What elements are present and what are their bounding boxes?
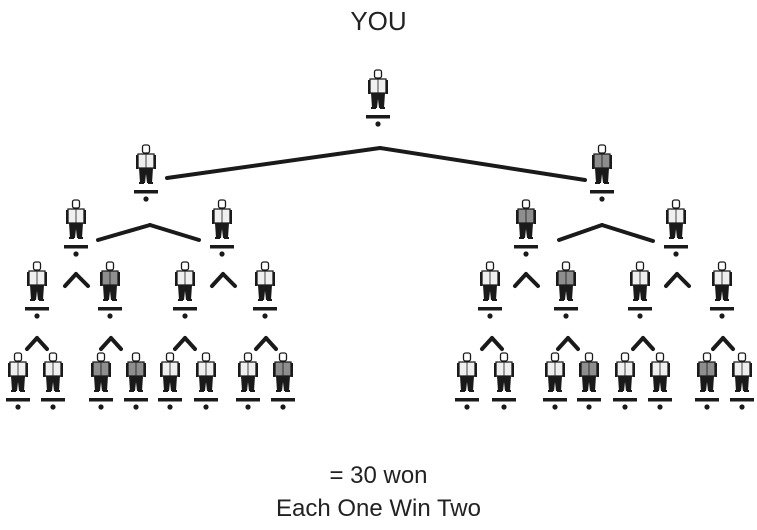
person-figure-l3-g — [628, 261, 652, 319]
connector-line-12 — [664, 272, 679, 288]
result-text: = 30 won — [329, 462, 428, 489]
connector-line-17 — [109, 336, 123, 351]
connector-line-13 — [675, 272, 691, 288]
connector-line-3 — [148, 223, 201, 242]
person-figure-you — [366, 69, 390, 127]
person-figure-l2-a — [64, 199, 88, 257]
connector-line-8 — [210, 272, 225, 288]
connector-line-20 — [254, 336, 268, 351]
connector-line-26 — [631, 336, 645, 351]
connector-line-9 — [221, 272, 237, 288]
connector-line-2 — [96, 223, 152, 242]
person-figure-l4-k — [543, 352, 567, 410]
connector-line-10 — [513, 272, 528, 288]
person-figure-l2-b — [210, 199, 234, 257]
person-figure-l4-c — [89, 352, 113, 410]
person-figure-l2-c — [514, 199, 538, 257]
person-figure-l3-a — [25, 261, 49, 319]
person-figure-l4-a — [6, 352, 30, 410]
connector-line-1 — [378, 146, 587, 182]
person-figure-l4-i — [455, 352, 479, 410]
connector-line-23 — [490, 336, 504, 351]
person-figure-l4-d — [124, 352, 148, 410]
person-figure-l3-b — [98, 261, 122, 319]
person-figure-l4-h — [271, 352, 295, 410]
person-figure-l4-b — [41, 352, 65, 410]
connector-line-25 — [566, 336, 580, 351]
person-figure-l1-left — [134, 144, 158, 202]
connector-line-28 — [711, 336, 725, 351]
connector-line-15 — [35, 336, 49, 351]
connector-line-22 — [480, 336, 494, 351]
person-figure-l4-e — [158, 352, 182, 410]
connector-line-19 — [183, 336, 197, 351]
person-figure-l4-f — [194, 352, 218, 410]
connector-line-21 — [264, 336, 278, 351]
connector-line-16 — [99, 336, 113, 351]
connector-line-29 — [721, 336, 735, 351]
diagram-subtitle: Each One Win Two — [276, 495, 481, 522]
person-figure-l4-o — [695, 352, 719, 410]
connector-line-27 — [641, 336, 655, 351]
connector-line-18 — [173, 336, 187, 351]
diagram-title: YOU — [350, 6, 407, 36]
connector-line-4 — [557, 223, 604, 242]
person-figure-l1-right — [590, 144, 614, 202]
person-figure-l4-j — [492, 352, 516, 410]
person-figure-l3-f — [554, 261, 578, 319]
person-figure-l4-g — [236, 352, 260, 410]
person-figure-l3-c — [173, 261, 197, 319]
person-figure-l4-p — [730, 352, 754, 410]
connector-line-5 — [600, 223, 655, 243]
person-figure-l3-d — [253, 261, 277, 319]
connector-line-0 — [165, 146, 382, 180]
connector-line-14 — [25, 336, 39, 351]
connector-line-7 — [74, 272, 90, 288]
person-figure-l4-l — [577, 352, 601, 410]
connector-line-6 — [63, 272, 78, 288]
person-figure-l3-h — [710, 261, 734, 319]
connector-line-11 — [524, 272, 540, 288]
person-figure-l2-d — [664, 199, 688, 257]
connector-line-24 — [556, 336, 570, 351]
person-figure-l3-e — [478, 261, 502, 319]
person-figure-l4-m — [613, 352, 637, 410]
person-figure-l4-n — [648, 352, 672, 410]
